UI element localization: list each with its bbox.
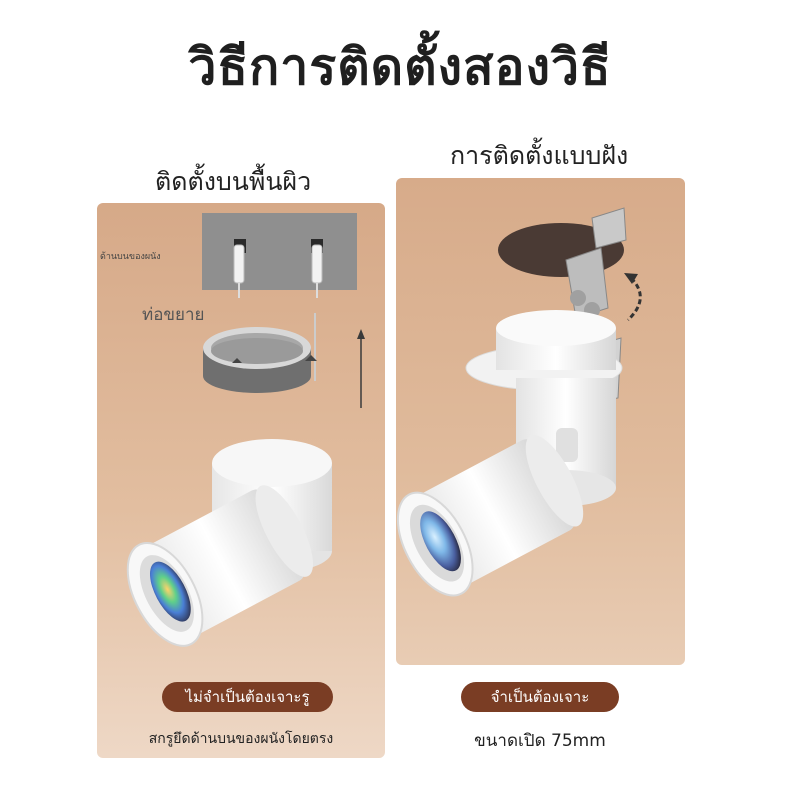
surface-mount-note: สกรูยึดด้านบนของผนังโดยตรง — [148, 731, 334, 747]
wall-block — [202, 213, 357, 290]
surface-mount-heading: ติดตั้งบนพื้นผิว — [155, 167, 312, 196]
recessed-mount-panel — [396, 178, 685, 665]
surface-mount-illustration — [126, 213, 365, 647]
recessed-mount-heading: การติดตั้งแบบฝัง — [450, 141, 629, 170]
no-drilling-badge: ไม่จำเป็นต้องเจาะรู — [162, 682, 333, 712]
spotlight-fixture — [126, 439, 332, 647]
expansion-anchor-left — [233, 244, 245, 298]
drilling-required-badge: จำเป็นต้องเจาะ — [461, 682, 619, 712]
recessed-mount-note: ขนาดเปิด 75mm — [474, 731, 606, 751]
mounting-plate — [203, 313, 317, 393]
page-title: วิธีการติดตั้งสองวิธี — [188, 38, 612, 96]
rotation-arrow — [624, 273, 642, 322]
recessed-spotlight-fixture — [396, 378, 616, 597]
lens — [149, 561, 191, 622]
surface-mount-panel — [97, 203, 385, 758]
expansion-anchor-right — [311, 244, 323, 298]
lens — [420, 511, 461, 572]
expansion-anchor-label: ท่อขยาย — [142, 305, 205, 325]
install-direction-arrow — [357, 329, 365, 408]
wall-top-label: ด้านบนของผนัง — [100, 252, 161, 262]
recessed-mount-illustration — [396, 207, 642, 597]
